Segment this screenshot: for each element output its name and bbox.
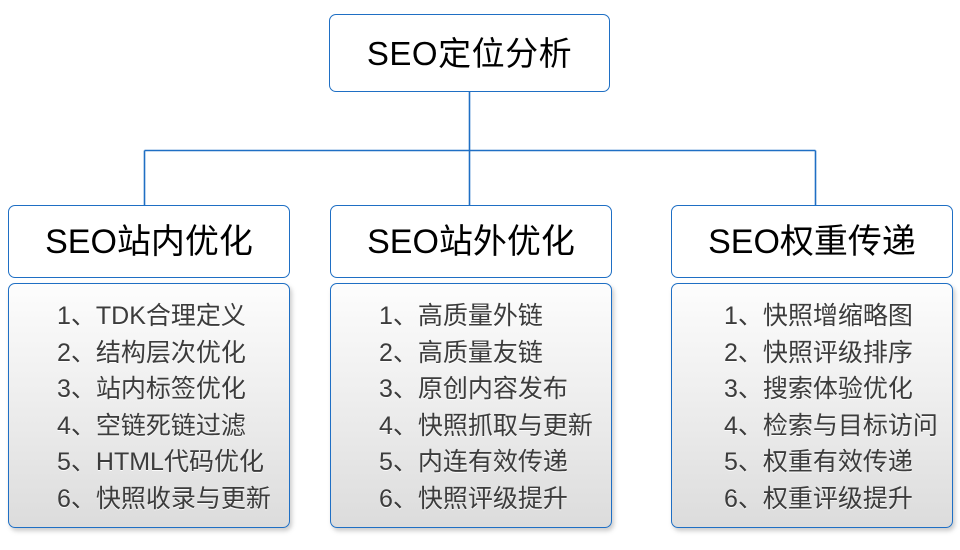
- branch-column-1: SEO站内优化 1、TDK合理定义 2、结构层次优化 3、站内标签优化 4、空链…: [8, 205, 290, 528]
- list-item: 3、原创内容发布: [379, 375, 568, 403]
- branch-item-list-2: 1、高质量外链 2、高质量友链 3、原创内容发布 4、快照抓取与更新 5、内连有…: [331, 298, 593, 517]
- branch-header-1[interactable]: SEO站内优化: [8, 205, 290, 278]
- list-item: 6、快照评级提升: [379, 484, 568, 513]
- branch-item-list-1: 1、TDK合理定义 2、结构层次优化 3、站内标签优化 4、空链死链过滤 5、H…: [9, 298, 271, 517]
- list-item: 2、快照评级排序: [724, 338, 913, 367]
- branch-header-label-3: SEO权重传递: [708, 222, 916, 261]
- list-item: 1、快照增缩略图: [724, 302, 913, 330]
- branch-column-2: SEO站外优化 1、高质量外链 2、高质量友链 3、原创内容发布 4、快照抓取与…: [330, 205, 612, 528]
- list-item: 1、高质量外链: [379, 302, 543, 330]
- list-item: 3、站内标签优化: [57, 375, 246, 403]
- list-item: 5、HTML代码优化: [57, 448, 264, 476]
- list-item: 5、内连有效传递: [379, 448, 568, 476]
- branch-list-1: 1、TDK合理定义 2、结构层次优化 3、站内标签优化 4、空链死链过滤 5、H…: [8, 283, 290, 528]
- list-item: 2、结构层次优化: [57, 338, 246, 367]
- branch-list-2: 1、高质量外链 2、高质量友链 3、原创内容发布 4、快照抓取与更新 5、内连有…: [330, 283, 612, 528]
- branch-header-label-2: SEO站外优化: [367, 222, 575, 261]
- branch-header-label-1: SEO站内优化: [45, 222, 253, 261]
- root-node-label: SEO定位分析: [366, 34, 573, 72]
- branch-header-2[interactable]: SEO站外优化: [330, 205, 612, 278]
- root-node[interactable]: SEO定位分析: [329, 14, 610, 92]
- list-item: 1、TDK合理定义: [57, 302, 246, 330]
- list-item: 6、权重评级提升: [724, 484, 913, 513]
- list-item: 4、检索与目标访问: [724, 411, 938, 440]
- list-item: 5、权重有效传递: [724, 448, 913, 476]
- branch-list-3: 1、快照增缩略图 2、快照评级排序 3、搜索体验优化 4、检索与目标访问 5、权…: [671, 283, 953, 528]
- branch-column-3: SEO权重传递 1、快照增缩略图 2、快照评级排序 3、搜索体验优化 4、检索与…: [671, 205, 953, 528]
- list-item: 4、空链死链过滤: [57, 411, 246, 440]
- branch-item-list-3: 1、快照增缩略图 2、快照评级排序 3、搜索体验优化 4、检索与目标访问 5、权…: [672, 298, 938, 517]
- list-item: 3、搜索体验优化: [724, 375, 913, 403]
- branch-header-3[interactable]: SEO权重传递: [671, 205, 953, 278]
- list-item: 6、快照收录与更新: [57, 484, 271, 513]
- list-item: 4、快照抓取与更新: [379, 411, 593, 440]
- list-item: 2、高质量友链: [379, 338, 543, 367]
